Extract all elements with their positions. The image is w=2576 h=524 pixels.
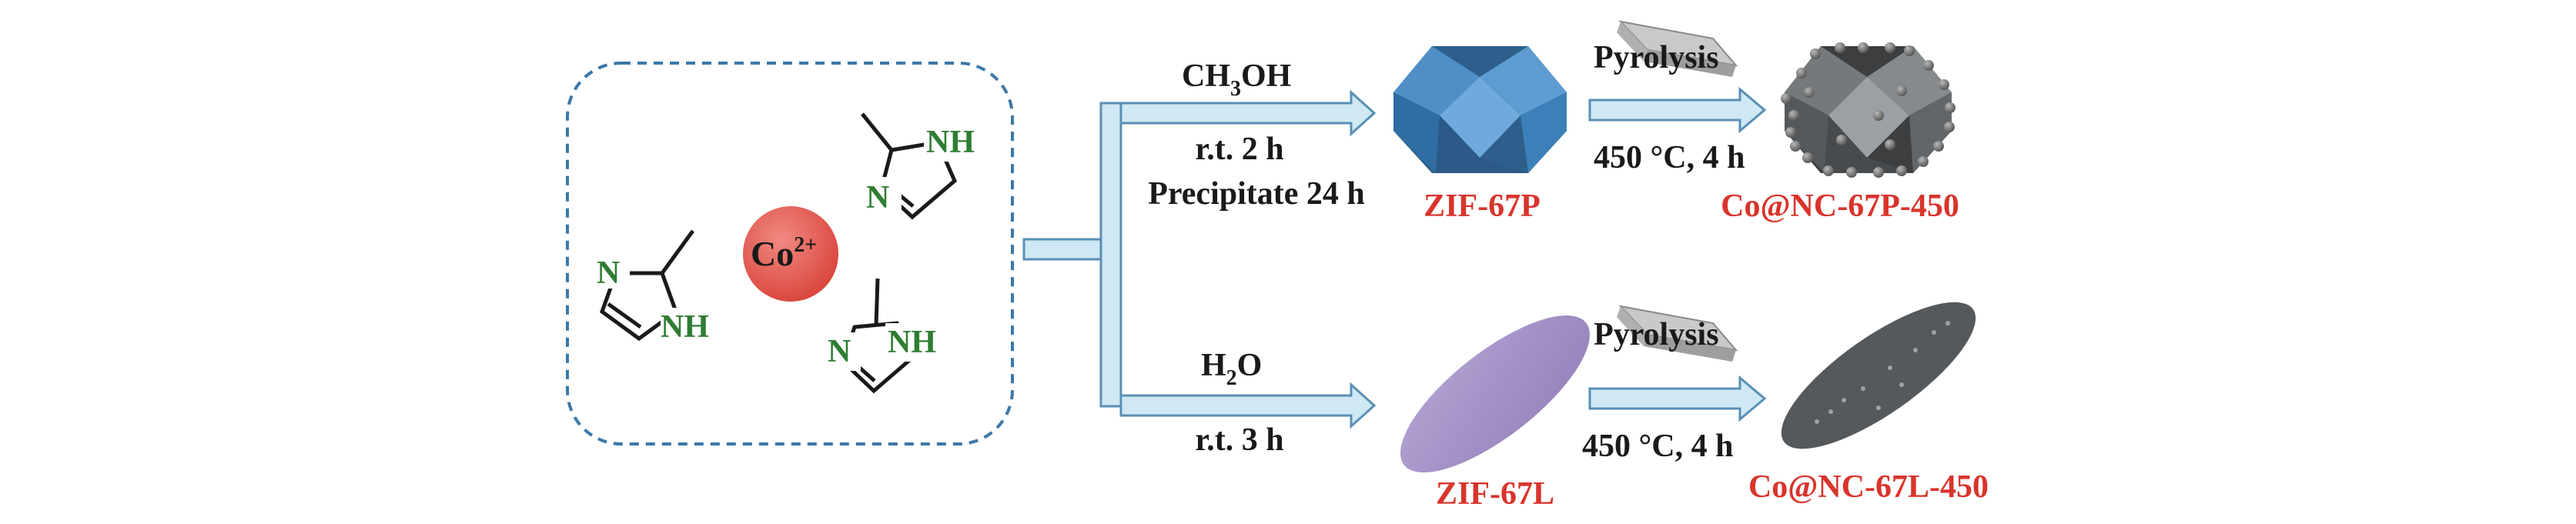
bottom-reaction-arrow — [1119, 382, 1377, 429]
cobalt-nanoparticle — [1888, 365, 1892, 370]
cobalt-nanoparticle — [1896, 165, 1907, 176]
cobalt-nanoparticle — [1842, 398, 1846, 402]
cobalt-nanoparticle — [1944, 122, 1955, 132]
cobalt-nanoparticle — [1896, 85, 1907, 96]
zif-67l-label: ZIF-67L — [1436, 476, 1554, 512]
cobalt-nanoparticle — [1788, 110, 1799, 121]
cobalt-nanoparticle — [1846, 167, 1857, 178]
methylimidazole-molecule-3: NH N — [825, 278, 953, 394]
cobalt-nanoparticle — [1790, 141, 1801, 152]
cobalt-nanoparticle — [1933, 141, 1944, 152]
cobalt-nanoparticle — [1785, 127, 1796, 138]
cobalt-nanoparticle — [1876, 406, 1881, 410]
cobalt-nanoparticle — [1873, 167, 1884, 178]
cobalt-nanoparticle — [1885, 139, 1895, 150]
nh-label: NH — [888, 325, 936, 360]
cobalt-nanoparticle — [1835, 42, 1845, 53]
top-condition-precipitate: Precipitate 24 h — [1148, 176, 1365, 212]
co-nc-67p-450-label: Co@NC-67P-450 — [1721, 189, 1959, 224]
top-pyrolysis-condition: 450 °C, 4 h — [1594, 140, 1745, 175]
top-condition-time: r.t. 2 h — [1195, 132, 1283, 167]
cobalt-nanoparticle — [1858, 42, 1868, 53]
cobalt-nanoparticle — [1828, 409, 1833, 414]
zif-67l-leaf — [1400, 315, 1590, 473]
zif-67p-label: ZIF-67P — [1423, 189, 1541, 224]
crucible-boat-icon — [1617, 305, 1738, 362]
methylimidazole-molecule-1: N NH — [593, 229, 722, 346]
cobalt-nanoparticle — [1899, 382, 1904, 387]
cobalt-nanoparticle — [1796, 68, 1807, 78]
cobalt-nanoparticle — [1932, 330, 1936, 335]
nitrogen-label: N — [597, 255, 620, 291]
crucible-boat-icon — [1617, 20, 1738, 77]
cobalt-nanoparticle — [1945, 102, 1955, 113]
zif-67p-crystal — [1393, 46, 1567, 173]
cobalt-nanoparticle — [1815, 419, 1819, 424]
cobalt-ion: Co2+ — [743, 206, 838, 302]
nh-label: NH — [926, 125, 975, 160]
co-nc-67l-450-label: Co@NC-67L-450 — [1748, 469, 1989, 505]
cobalt-nanoparticle — [1923, 60, 1934, 71]
methylimidazole-molecule-2: NH N — [861, 112, 993, 220]
cobalt-nanoparticle — [1873, 110, 1884, 121]
co-nc-67l-450-particle — [1781, 302, 1976, 449]
cobalt-nanoparticle — [1861, 386, 1865, 391]
top-reaction-arrow — [1119, 89, 1377, 137]
cobalt-nanoparticle — [1836, 135, 1847, 145]
nitrogen-label: N — [866, 180, 889, 215]
co-nc-67p-450-particle — [1781, 42, 1955, 178]
branch-connector — [1022, 102, 1122, 408]
cobalt-ion-label: Co2+ — [751, 233, 817, 273]
top-pyrolysis-arrow — [1588, 86, 1767, 134]
bottom-pyrolysis-label: Pyrolysis — [1594, 317, 1719, 352]
cobalt-nanoparticle — [1802, 152, 1813, 163]
cobalt-nanoparticle — [1904, 45, 1915, 56]
top-pyrolysis-label: Pyrolysis — [1594, 40, 1719, 75]
bottom-solvent-label: H2O — [1201, 348, 1262, 390]
cobalt-nanoparticle — [1781, 93, 1791, 104]
nh-label: NH — [661, 309, 709, 345]
nitrogen-label: N — [828, 334, 851, 369]
cobalt-nanoparticle — [1804, 87, 1815, 98]
bottom-pyrolysis-arrow — [1588, 375, 1767, 422]
bottom-condition-time: r.t. 3 h — [1195, 422, 1283, 458]
cobalt-nanoparticle — [1913, 348, 1918, 352]
cobalt-nanoparticle — [1918, 156, 1929, 167]
cobalt-nanoparticle — [1810, 48, 1821, 59]
cobalt-nanoparticle — [1939, 79, 1949, 90]
top-solvent-label: CH3OH — [1182, 58, 1291, 101]
cobalt-nanoparticle — [1885, 42, 1895, 53]
bottom-pyrolysis-condition: 450 °C, 4 h — [1582, 429, 1734, 464]
cobalt-nanoparticle — [1823, 165, 1834, 176]
reactant-box — [566, 62, 1014, 446]
cobalt-nanoparticle — [1945, 321, 1950, 325]
